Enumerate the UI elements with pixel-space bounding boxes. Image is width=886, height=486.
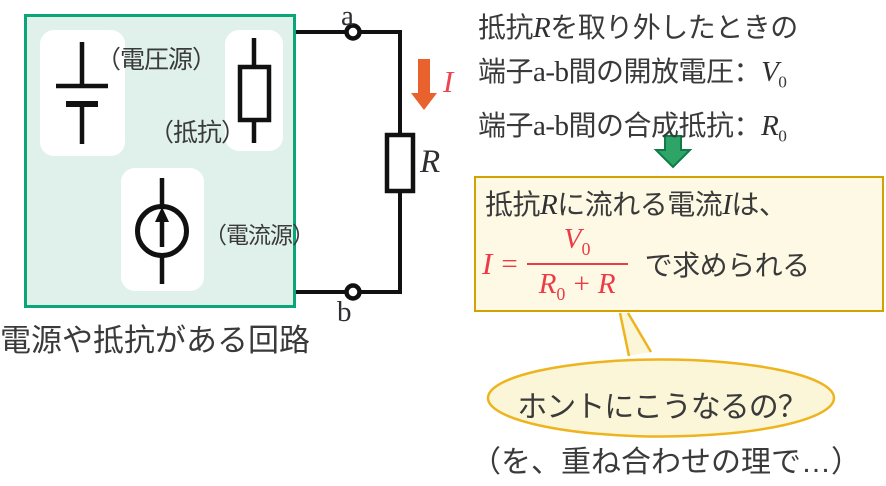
formula-fraction: V0 R0 + R	[526, 223, 628, 305]
wires	[296, 30, 416, 294]
terminal-b-label: b	[337, 296, 352, 328]
resistor-label: （抵抗）	[149, 119, 246, 147]
voltage-source-label: （電圧源）	[96, 46, 217, 74]
current-source-label: （電流源）	[204, 222, 315, 248]
formula-suffix: で求められる	[644, 250, 811, 281]
condition-line-1: 抵抗Rを取り外したときの	[478, 12, 798, 44]
speech-bubble-text: ホントにこうなるの？	[517, 391, 807, 424]
formula-equals: =	[501, 247, 518, 280]
bubble-tail	[620, 313, 651, 356]
formula-lhs: I	[482, 246, 493, 281]
condition-line-2: 端子a-b間の開放電圧：V0	[478, 56, 787, 92]
condition-text: 抵抗Rを取り外したときの 端子a-b間の開放電圧：V0 端子a-b間の合成抵抗：…	[478, 6, 884, 157]
footnote: （を、重ね合わせの理で…）	[471, 446, 861, 479]
result-box: 抵抗Rに流れる電流Iは、 I = V0 R0 + R で求められる	[474, 176, 884, 312]
load-resistor-symbol	[384, 132, 416, 194]
fraction-denominator: R0 + R	[526, 263, 628, 305]
result-statement: 抵抗Rに流れる電流Iは、	[485, 189, 787, 221]
terminal-a-label: a	[341, 0, 354, 32]
current-label: I	[443, 64, 454, 99]
thevenin-formula: I = V0 R0 + R で求められる	[482, 220, 810, 308]
current-arrow-icon	[411, 59, 437, 110]
source-box-caption: 電源や抵抗がある回路	[0, 323, 310, 358]
current-source-card	[121, 168, 204, 291]
load-resistor-label: R	[420, 144, 441, 180]
condition-line-3: 端子a-b間の合成抵抗：R0	[478, 109, 787, 146]
fraction-numerator: V0	[563, 223, 591, 259]
